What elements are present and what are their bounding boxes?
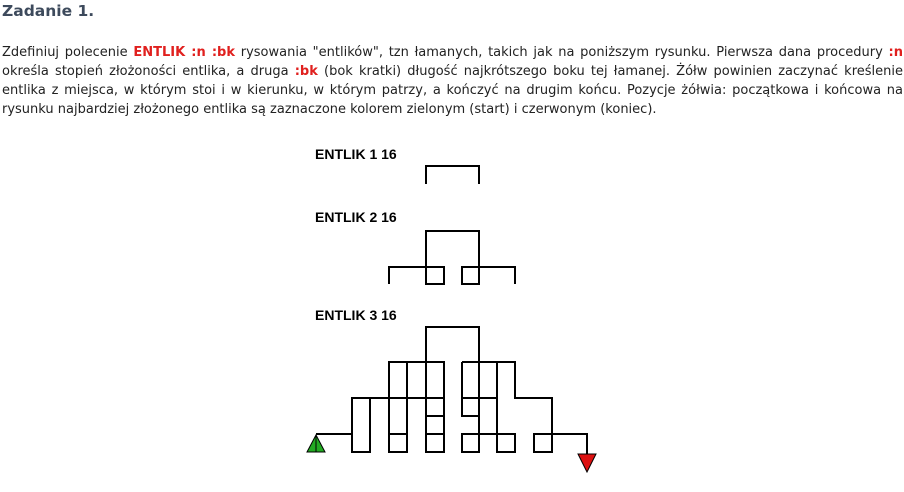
entlik-figure: ENTLIK 1 16 ENTLIK 2 16 ENTLIK 3 16 [303, 130, 600, 480]
entlik-level-3-drawing [316, 326, 588, 454]
label-entlik-2: ENTLIK 2 16 [315, 209, 397, 225]
entlik-1-curve [425, 165, 480, 184]
label-entlik-1: ENTLIK 1 16 [315, 146, 397, 162]
entlik-drawing: ENTLIK 1 16 ENTLIK 2 16 ENTLIK 3 16 [306, 146, 597, 474]
desc-text-2: rysowania "entlików", tzn łamanych, taki… [235, 45, 889, 60]
entlik-level-2-drawing [388, 230, 516, 285]
end-turtle-icon [577, 453, 597, 474]
desc-text-1: Zdefiniuj polecenie [2, 45, 134, 60]
task-title: Zadanie 1. [2, 2, 95, 20]
entlik-3-inner-mid-left [425, 416, 445, 453]
keyword-bk-param: :bk [294, 64, 318, 79]
entlik-3-inner-left [407, 361, 445, 398]
task-description: Zdefiniuj polecenie ENTLIK :n :bk rysowa… [2, 43, 903, 119]
desc-text-4: (bok kratki) długość najkrótszego boku t… [2, 64, 903, 117]
entlik-level-1-drawing [425, 165, 480, 184]
keyword-entlik-command: ENTLIK :n :bk [133, 45, 236, 60]
entlik-2-curve [388, 230, 516, 285]
entlik-3-curve [316, 326, 588, 454]
label-entlik-3: ENTLIK 3 16 [315, 307, 397, 323]
keyword-n-param: :n [888, 45, 903, 60]
desc-text-3: określa stopień złożoności entlika, a dr… [2, 64, 295, 79]
